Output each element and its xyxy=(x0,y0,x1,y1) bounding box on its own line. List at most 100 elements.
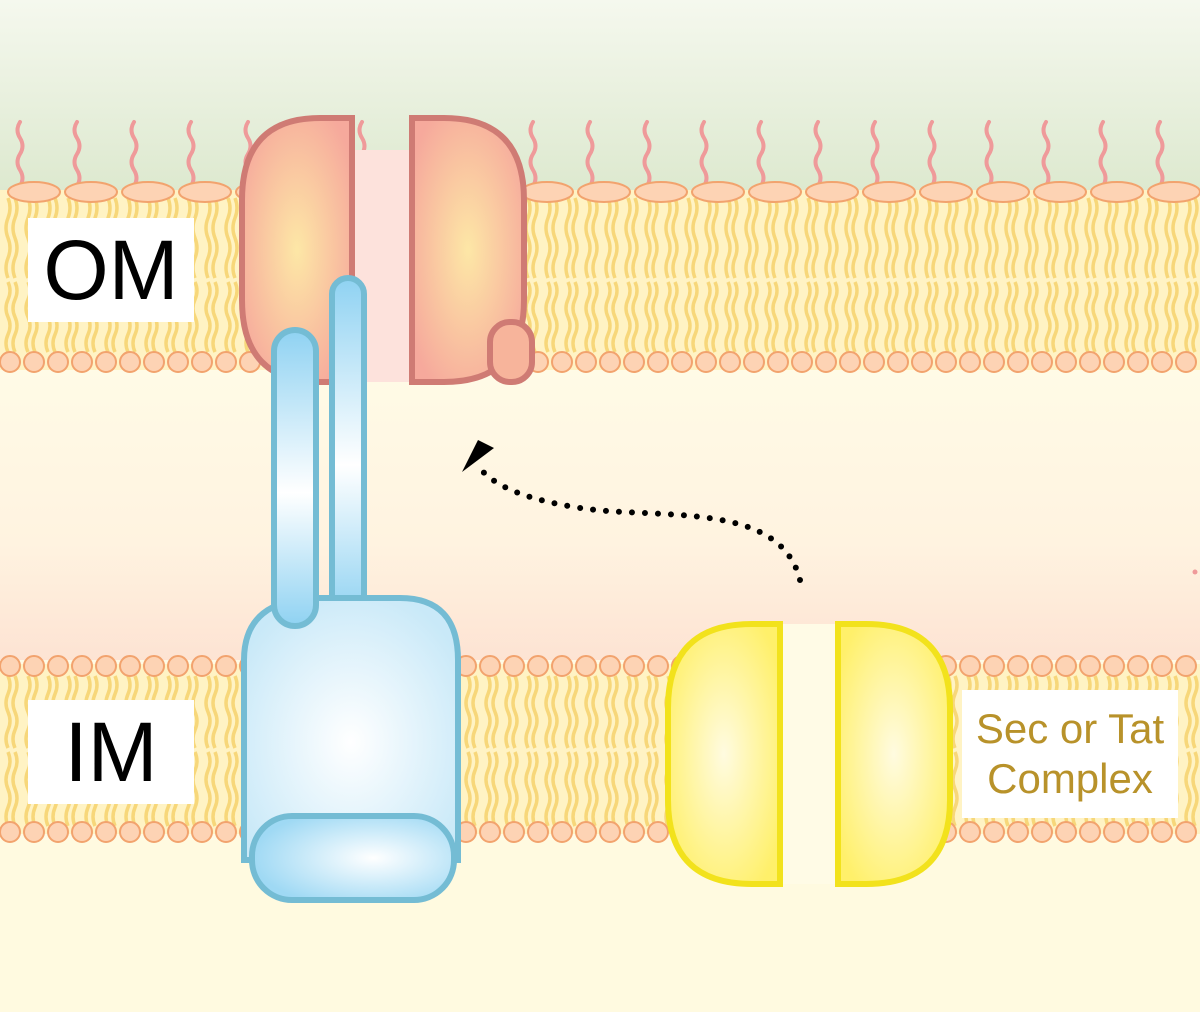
lipid-tail xyxy=(784,281,792,353)
lipid-tail xyxy=(211,197,219,279)
lipid-tail xyxy=(704,197,712,279)
om-inner-lipid-head xyxy=(671,351,693,373)
lipid-tail xyxy=(664,281,672,353)
lipid-tail xyxy=(1191,675,1199,749)
im-outer-lipid-head xyxy=(551,655,573,677)
lipid-tail xyxy=(1071,281,1079,353)
lipid-tail xyxy=(624,751,632,827)
om-outer-lipid-head xyxy=(7,181,61,203)
lipid-tail xyxy=(551,281,559,353)
im-outer-lipid-head xyxy=(1151,655,1173,677)
lipid-tail xyxy=(944,281,952,353)
lipid-tail xyxy=(1144,197,1152,279)
lipid-tail xyxy=(724,197,732,279)
lps-chain xyxy=(1098,120,1108,188)
om-inner-lipid-head xyxy=(935,351,957,373)
om-inner-lipid-head xyxy=(1079,351,1101,373)
om-inner-lipid-head xyxy=(719,351,741,373)
lipid-tail xyxy=(584,675,592,749)
lipid-tail xyxy=(1084,197,1092,279)
om-inner-lipid-head xyxy=(1151,351,1173,373)
im-inner-lipid-head xyxy=(95,821,117,843)
lipid-tail xyxy=(1184,197,1192,279)
lipid-tail xyxy=(664,197,672,279)
sec-tat-label-line2: Complex xyxy=(987,755,1153,802)
lipid-tail xyxy=(564,197,572,279)
lipid-tail xyxy=(931,197,939,279)
om-inner-lipid-head xyxy=(23,351,45,373)
om-protein xyxy=(239,115,535,385)
lipid-tail xyxy=(1111,281,1119,353)
im-inner-lipid-head xyxy=(551,821,573,843)
lipid-tail xyxy=(611,197,619,279)
im-inner-lipid-head xyxy=(1127,821,1149,843)
lipid-tail xyxy=(591,751,599,827)
lipid-tail xyxy=(971,281,979,353)
lipid-tail xyxy=(231,197,239,279)
lipid-tail xyxy=(1144,281,1152,353)
lipid-tail xyxy=(811,281,819,353)
im-outer-lipid-head xyxy=(479,655,501,677)
lipid-tail xyxy=(651,197,659,279)
om-outer-lipid-head xyxy=(64,181,118,203)
im-outer-lipid-head xyxy=(1055,655,1077,677)
lipid-tail xyxy=(1024,281,1032,353)
lipid-tail xyxy=(231,281,239,353)
lipid-tail xyxy=(231,751,239,827)
lipid-tail xyxy=(1091,197,1099,279)
extracellular-space xyxy=(0,0,1200,190)
lipid-tail xyxy=(751,281,759,353)
lipid-tail xyxy=(551,197,559,279)
om-inner-lipid-head xyxy=(1031,351,1053,373)
lipid-tail xyxy=(651,281,659,353)
sec-tat-channel xyxy=(780,624,838,884)
im-inner-lipid-head xyxy=(23,821,45,843)
lipid-tail xyxy=(471,751,479,827)
lipid-tail xyxy=(224,197,232,279)
om-inner-lipid-head xyxy=(119,351,141,373)
lipid-tail xyxy=(571,197,579,279)
lipid-tail xyxy=(1011,281,1019,353)
lipid-tail xyxy=(584,751,592,827)
im-inner-lipid-head xyxy=(575,821,597,843)
om-outer-lipid-head xyxy=(748,181,802,203)
om-inner-lipid-head xyxy=(911,351,933,373)
im-inner-lipid-head xyxy=(167,821,189,843)
om-inner-lipid-head xyxy=(815,351,837,373)
om-outer-lipid-head xyxy=(634,181,688,203)
lipid-tail xyxy=(1191,751,1199,827)
lipid-tail xyxy=(731,281,739,353)
im-outer-lipid-head xyxy=(983,655,1005,677)
lipid-tail xyxy=(1191,281,1199,353)
lipid-tail xyxy=(564,281,572,353)
lipid-tail xyxy=(604,675,612,749)
om-inner-lipid-head xyxy=(95,351,117,373)
lipid-tail xyxy=(4,675,12,749)
lipid-tail xyxy=(484,675,492,749)
lipid-tail xyxy=(851,197,859,279)
lipid-tail xyxy=(984,281,992,353)
lipid-tail xyxy=(531,675,539,749)
lipid-tail xyxy=(1004,197,1012,279)
lipid-tail xyxy=(551,751,559,827)
im-inner-lipid-head xyxy=(1151,821,1173,843)
om-inner-lipid-head xyxy=(1127,351,1149,373)
lipid-tail xyxy=(1184,281,1192,353)
lipid-tail xyxy=(624,281,632,353)
lipid-tail xyxy=(571,751,579,827)
lipid-tail xyxy=(1051,197,1059,279)
im-inner-lipid-head xyxy=(215,821,237,843)
im-inner-lipid-head xyxy=(0,821,21,843)
om-inner-lipid-head xyxy=(215,351,237,373)
om-inner-lipid-head xyxy=(47,351,69,373)
lipid-tail xyxy=(884,197,892,279)
om-inner-lipid-head xyxy=(1175,351,1197,373)
im-outer-lipid-head xyxy=(503,655,525,677)
lipid-tail xyxy=(1064,281,1072,353)
im-inner-lipid-head xyxy=(527,821,549,843)
om-inner-lipid-head xyxy=(0,351,21,373)
im-outer-lipid-head xyxy=(1007,655,1029,677)
lipid-tail xyxy=(671,281,679,353)
lipid-tail xyxy=(584,281,592,353)
